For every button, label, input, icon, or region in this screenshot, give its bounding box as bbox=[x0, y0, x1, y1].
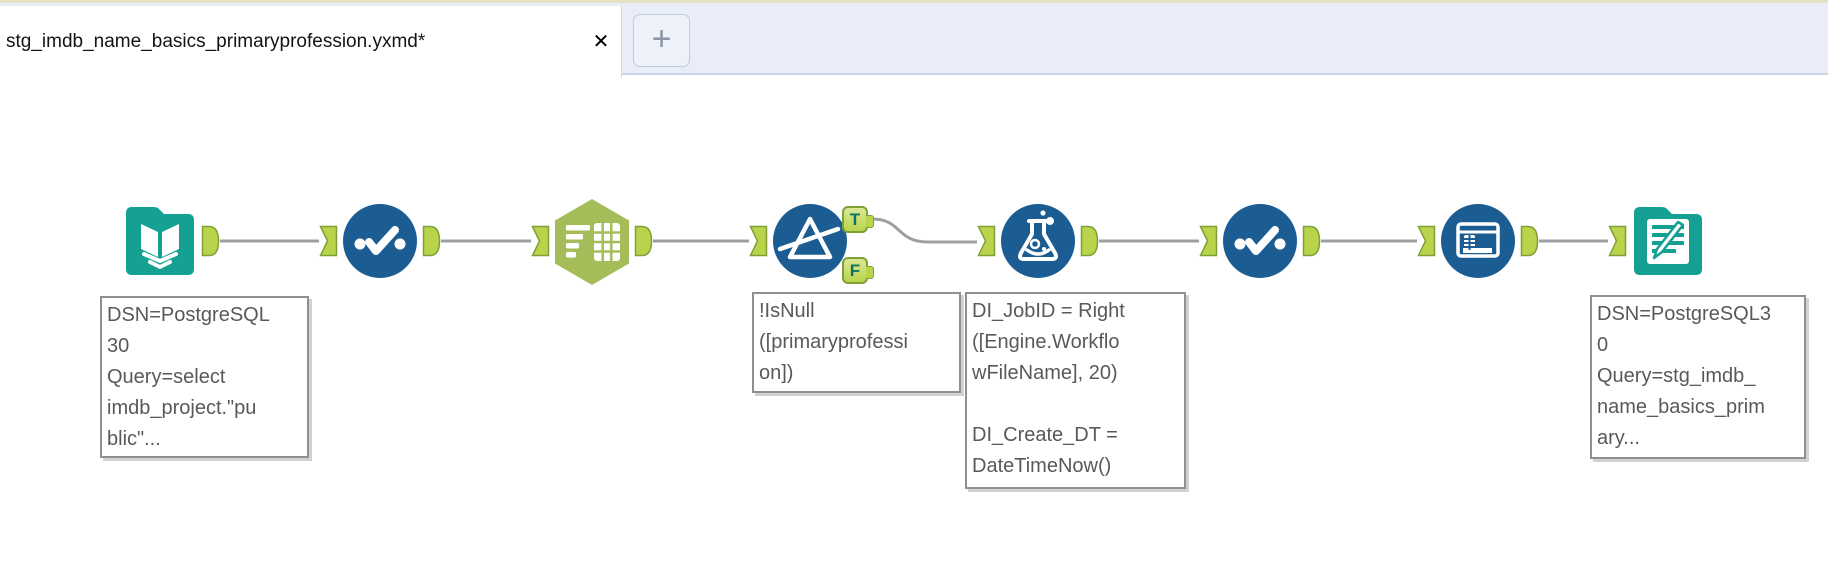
new-tab-button[interactable]: + bbox=[633, 14, 690, 67]
tool-window-table[interactable] bbox=[1441, 204, 1515, 278]
annotation-filter[interactable]: !IsNull ([primaryprofessi on]) bbox=[752, 292, 961, 393]
window-table-icon bbox=[1441, 204, 1515, 278]
tool-filter[interactable] bbox=[773, 204, 847, 278]
input-anchor[interactable] bbox=[1199, 225, 1218, 257]
input-anchor[interactable] bbox=[977, 225, 996, 257]
annotation-output-data[interactable]: DSN=PostgreSQL3 0 Query=stg_imdb_ name_b… bbox=[1590, 295, 1806, 459]
input-anchor[interactable] bbox=[319, 225, 338, 257]
tab-active-workflow[interactable]: stg_imdb_name_basics_primaryprofession.y… bbox=[0, 6, 622, 78]
false-anchor-label: F bbox=[849, 260, 861, 280]
tool-input-data[interactable] bbox=[124, 205, 196, 277]
tool-select-2[interactable] bbox=[1223, 204, 1297, 278]
output-anchor[interactable] bbox=[634, 225, 653, 257]
tool-formula[interactable] bbox=[1001, 204, 1075, 278]
tab-bar: stg_imdb_name_basics_primaryprofession.y… bbox=[0, 0, 1828, 78]
tool-text-to-columns[interactable] bbox=[555, 199, 629, 285]
select-check-icon bbox=[1223, 204, 1297, 278]
output-anchor[interactable] bbox=[201, 225, 220, 257]
output-anchor[interactable] bbox=[422, 225, 441, 257]
input-anchor[interactable] bbox=[749, 225, 768, 257]
output-anchor[interactable] bbox=[1302, 225, 1321, 257]
true-anchor-label: T bbox=[849, 209, 861, 229]
input-book-icon bbox=[126, 207, 194, 275]
select-check-icon bbox=[343, 204, 417, 278]
columns-table-icon bbox=[555, 199, 629, 285]
true-output-anchor[interactable]: T bbox=[842, 206, 874, 233]
input-anchor[interactable] bbox=[531, 225, 550, 257]
connector-wire-true-branch[interactable] bbox=[871, 217, 977, 244]
input-anchor[interactable] bbox=[1608, 225, 1627, 257]
output-anchor[interactable] bbox=[1520, 225, 1539, 257]
output-paper-pencil-icon bbox=[1634, 207, 1702, 275]
tool-select-1[interactable] bbox=[343, 204, 417, 278]
output-anchor[interactable] bbox=[1080, 225, 1099, 257]
annotation-formula[interactable]: DI_JobID = Right ([Engine.Workflo wFileN… bbox=[965, 292, 1186, 489]
annotation-input-data[interactable]: DSN=PostgreSQL 30 Query=select imdb_proj… bbox=[100, 296, 309, 458]
input-anchor[interactable] bbox=[1417, 225, 1436, 257]
filter-triangle-icon bbox=[773, 204, 847, 278]
plus-icon: + bbox=[651, 20, 672, 58]
tool-output-data[interactable] bbox=[1632, 205, 1704, 277]
close-icon[interactable]: ✕ bbox=[592, 31, 610, 53]
formula-flask-icon bbox=[1001, 204, 1075, 278]
tab-title: stg_imdb_name_basics_primaryprofession.y… bbox=[6, 31, 426, 52]
false-output-anchor[interactable]: F bbox=[842, 257, 874, 284]
